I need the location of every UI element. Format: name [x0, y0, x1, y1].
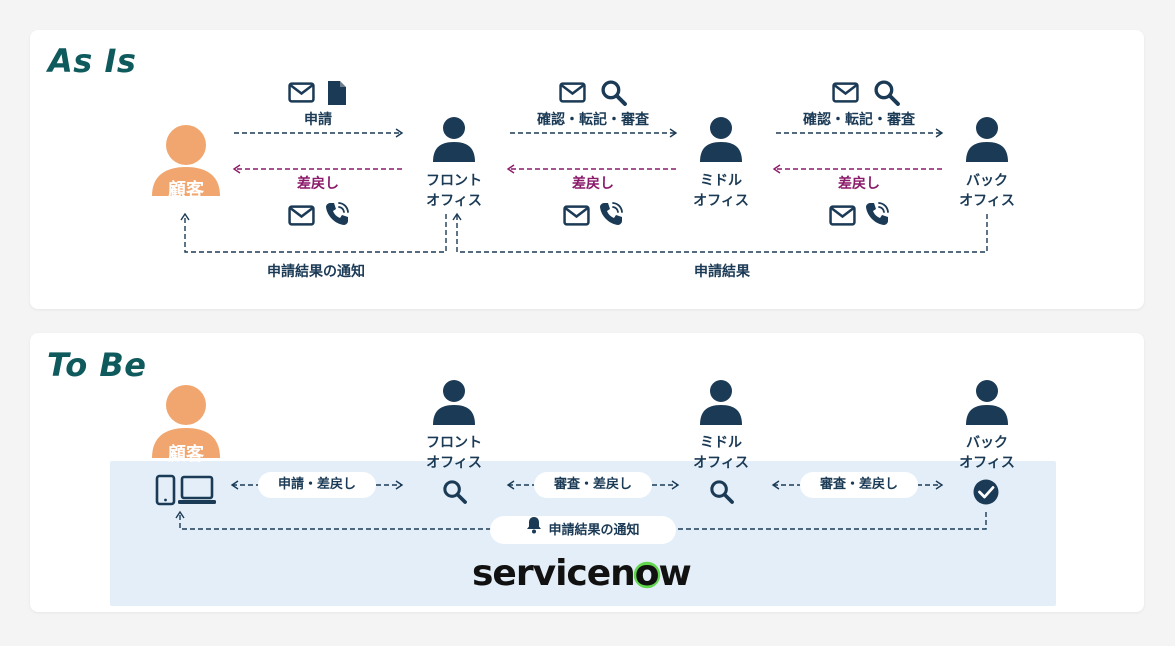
- envelope-icon: [559, 82, 586, 103]
- laptop-icon: [178, 475, 216, 504]
- front-office-label: フロントオフィス: [426, 435, 482, 471]
- result-notice-label: 申請結果の通知: [267, 264, 365, 280]
- middle-office-person-icon: [700, 380, 742, 425]
- middle-office-label: ミドルオフィス: [693, 173, 749, 209]
- customer-person-icon: [152, 125, 220, 196]
- servicenow-logo-mark: [633, 561, 661, 589]
- notice-pill-label: 申請結果の通知: [548, 523, 640, 538]
- search-icon: [601, 80, 627, 106]
- front-office-person-icon: [433, 380, 475, 425]
- search-icon: [874, 80, 900, 106]
- phone-icon: [865, 202, 889, 226]
- search-icon: [443, 480, 467, 504]
- search-icon: [710, 480, 734, 504]
- arrowhead: [771, 480, 780, 490]
- back-office-label: バックオフィス: [959, 173, 1015, 209]
- customer-person-icon: [152, 385, 220, 458]
- servicenow-logo: servicenow: [472, 553, 692, 594]
- notice-pill: 申請結果の通知: [490, 516, 676, 544]
- check-label-2: 確認・転記・審査: [803, 112, 915, 128]
- customer-label: 顧客: [168, 180, 204, 201]
- return-label-1: 差戻し: [297, 176, 339, 192]
- check-label-1: 確認・転記・審査: [537, 112, 649, 128]
- result-notice-path: [180, 212, 447, 253]
- phone-icon: [325, 202, 349, 226]
- front-office-label: フロントオフィス: [426, 173, 482, 209]
- envelope-icon: [288, 82, 315, 103]
- back-office-person-icon: [966, 117, 1008, 162]
- middle-office-person-icon: [700, 117, 742, 162]
- bell-icon: [526, 516, 542, 545]
- review-return-pill-2: 審査・差戻し: [800, 472, 918, 498]
- to-be-title: To Be: [47, 346, 147, 384]
- envelope-icon: [563, 205, 590, 226]
- review-return-pill-1: 審査・差戻し: [534, 472, 652, 498]
- arrowhead: [230, 480, 239, 490]
- check-circle-icon: [973, 479, 999, 505]
- as-is-title: As Is: [48, 42, 137, 80]
- envelope-icon: [288, 205, 315, 226]
- tablet-icon: [155, 474, 176, 506]
- arrowhead: [506, 480, 515, 490]
- return-label-2: 差戻し: [572, 176, 614, 192]
- apply-label: 申請: [304, 112, 332, 128]
- customer-label: 顧客: [168, 444, 204, 465]
- back-office-person-icon: [966, 380, 1008, 425]
- result-path: [452, 212, 988, 253]
- return-label-3: 差戻し: [838, 176, 880, 192]
- envelope-icon: [832, 82, 859, 103]
- middle-office-label: ミドルオフィス: [693, 435, 749, 471]
- apply-return-pill: 申請・差戻し: [258, 472, 376, 498]
- document-icon: [328, 81, 346, 105]
- back-office-label: バックオフィス: [959, 435, 1015, 471]
- phone-icon: [599, 202, 623, 226]
- envelope-icon: [829, 205, 856, 226]
- result-label: 申請結果: [694, 264, 750, 280]
- front-office-person-icon: [433, 117, 475, 162]
